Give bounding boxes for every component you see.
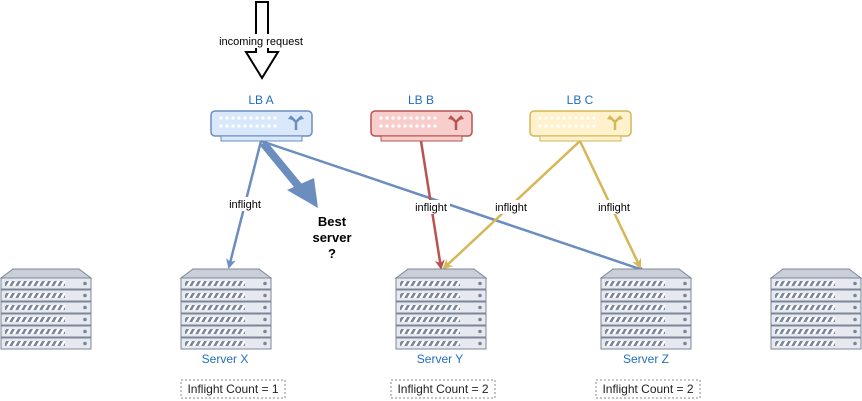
- svg-text:server: server: [312, 230, 351, 245]
- incoming-request-label: incoming request: [219, 36, 303, 48]
- server-extra-right: [770, 268, 862, 350]
- svg-text:?: ?: [328, 246, 336, 261]
- lb-a: LB A: [210, 93, 313, 142]
- server-z-count-box: Inflight Count = 2: [595, 379, 701, 399]
- server-y-count-box: Inflight Count = 2: [390, 379, 496, 399]
- edge-label-b-y: inflight: [415, 202, 447, 214]
- server-y: [395, 268, 487, 350]
- server-x-count-box: Inflight Count = 1: [180, 379, 286, 399]
- best-server-question: Best server ?: [312, 214, 351, 261]
- edge-label-c-y: inflight: [495, 202, 527, 214]
- edge-label-a-x: inflight: [229, 199, 261, 211]
- server-z-count: Inflight Count = 2: [602, 382, 693, 396]
- server-extra-left: [0, 268, 92, 350]
- edge-label-c-z: inflight: [598, 202, 630, 214]
- split-arrow-icon: [448, 115, 464, 130]
- lb-a-label: LB A: [248, 93, 273, 107]
- split-arrow-icon: [288, 115, 304, 130]
- incoming-request-arrow: incoming request: [216, 1, 304, 80]
- lb-b: LB B: [370, 93, 473, 142]
- server-x-label: Server X: [202, 352, 249, 366]
- svg-text:Best: Best: [318, 214, 347, 229]
- lb-b-label: LB B: [408, 93, 434, 107]
- server-x-count: Inflight Count = 1: [187, 382, 278, 396]
- server-x: [180, 268, 272, 350]
- best-server-arrow: [259, 140, 318, 208]
- server-z: [600, 268, 692, 350]
- lb-c: LB C: [529, 93, 632, 142]
- server-y-count: Inflight Count = 2: [397, 382, 488, 396]
- lb-c-label: LB C: [567, 93, 594, 107]
- edge-lb-a-server-z: [260, 139, 645, 273]
- server-y-label: Server Y: [417, 352, 463, 366]
- split-arrow-icon: [607, 115, 623, 130]
- server-z-label: Server Z: [623, 352, 669, 366]
